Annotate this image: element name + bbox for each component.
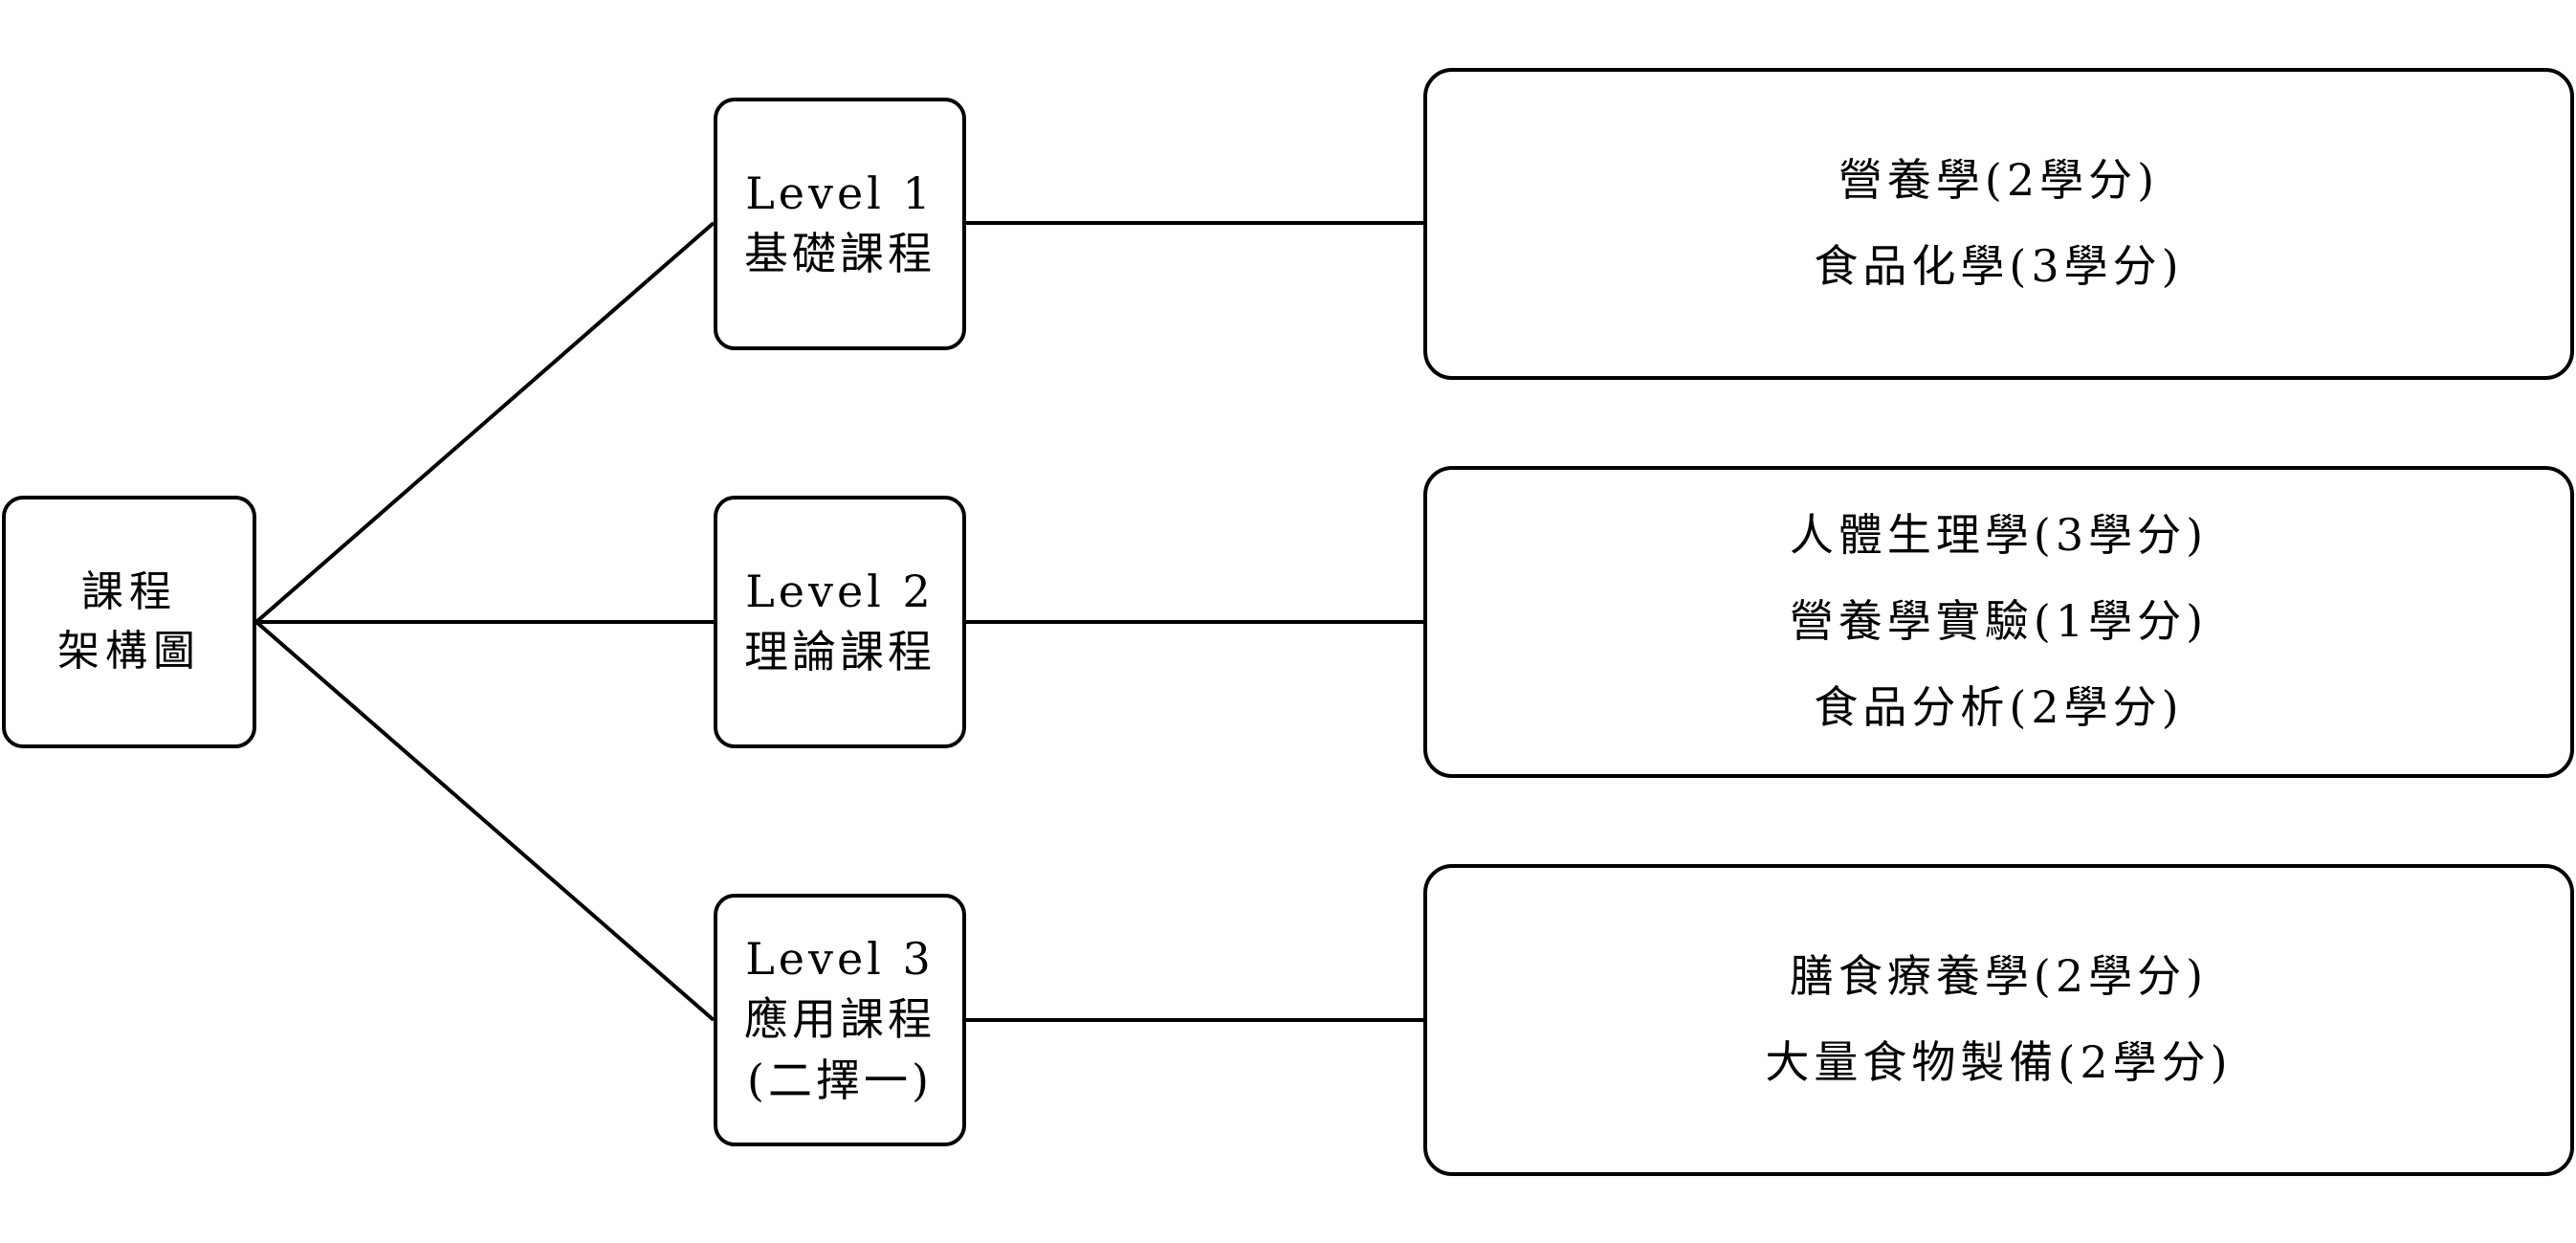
level-3-category: 應用課程: [744, 993, 936, 1046]
level-1-course-item: 營養學(2學分): [1838, 154, 2160, 207]
level-2-title: Level 2: [745, 565, 935, 617]
level-2-course-list: 人體生理學(3學分) 營養學實驗(1學分) 食品分析(2學分): [1423, 466, 2574, 778]
level-3-title: Level 3: [745, 932, 935, 985]
level-3-node: Level 3 應用課程 (二擇一): [714, 894, 966, 1146]
level-3-note: (二擇一): [747, 1054, 933, 1106]
level-2-course-item: 營養學實驗(1學分): [1789, 595, 2209, 648]
level-3-course-list: 膳食療養學(2學分) 大量食物製備(2學分): [1423, 864, 2574, 1176]
root-node: 課程 架構圖: [2, 496, 256, 748]
level-2-category: 理論課程: [744, 626, 936, 677]
level-2-node: Level 2 理論課程: [714, 496, 966, 748]
level-3-course-item: 大量食物製備(2學分): [1765, 1036, 2233, 1088]
level-1-course-item: 食品化學(3學分): [1814, 240, 2184, 292]
level-1-title: Level 1: [745, 166, 935, 219]
level-1-course-list: 營養學(2學分) 食品化學(3學分): [1423, 68, 2574, 380]
connector-root-to-level-1: [254, 221, 716, 624]
level-1-category: 基礎課程: [744, 228, 936, 279]
connector-root-to-level-3: [254, 620, 716, 1022]
root-label-line-1: 課程: [81, 566, 177, 616]
level-1-node: Level 1 基礎課程: [714, 98, 966, 350]
level-2-course-item: 食品分析(2學分): [1814, 680, 2184, 733]
root-label-line-2: 架構圖: [57, 627, 201, 676]
level-2-course-item: 人體生理學(3學分): [1789, 509, 2209, 562]
level-3-course-item: 膳食療養學(2學分): [1789, 950, 2209, 1003]
